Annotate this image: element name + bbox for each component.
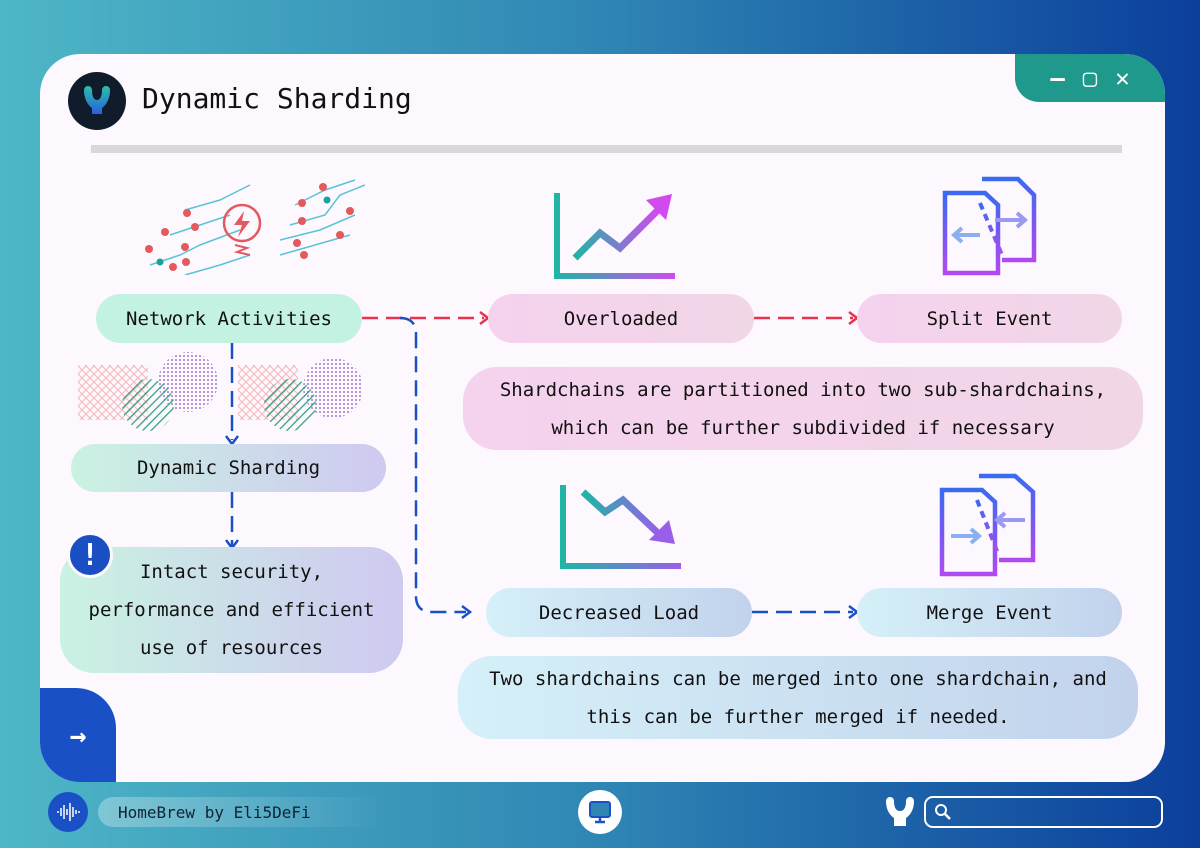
- network-activities-node: Network Activities: [96, 294, 362, 343]
- split-documents-icon: [942, 176, 1037, 276]
- split-description: Shardchains are partitioned into two sub…: [463, 367, 1143, 450]
- alert-icon: !: [67, 532, 113, 578]
- maximize-button[interactable]: ▢: [1082, 64, 1098, 92]
- desktop-button[interactable]: [578, 790, 622, 834]
- audio-waveform-button[interactable]: [48, 792, 88, 832]
- logo-v-icon: [84, 86, 110, 114]
- minimize-button[interactable]: —: [1050, 64, 1065, 92]
- network-circuit-illustration: [145, 179, 365, 275]
- search-box[interactable]: [924, 796, 1163, 828]
- waveform-icon: [57, 803, 80, 821]
- divider: [91, 145, 1122, 153]
- decreased-load-node: Decreased Load: [486, 588, 752, 637]
- credit-label: HomeBrew by Eli5DeFi: [98, 797, 390, 827]
- search-icon: [935, 804, 951, 820]
- merge-description: Two shardchains can be merged into one s…: [458, 656, 1138, 739]
- close-button[interactable]: ✕: [1115, 64, 1130, 92]
- trend-up-icon: [554, 193, 675, 279]
- next-button[interactable]: →: [40, 688, 116, 782]
- search-input[interactable]: [958, 804, 1148, 820]
- monitor-icon: [589, 801, 611, 824]
- page-title: Dynamic Sharding: [142, 82, 412, 115]
- split-event-node: Split Event: [857, 294, 1122, 343]
- pattern-decoration: [78, 352, 363, 431]
- overloaded-node: Overloaded: [488, 294, 754, 343]
- trend-down-icon: [560, 485, 681, 569]
- intact-security-node: Intact security, performance and efficie…: [60, 547, 403, 673]
- brand-v-icon: [886, 797, 914, 826]
- app-logo: [68, 72, 126, 130]
- merge-event-node: Merge Event: [857, 588, 1122, 637]
- window-controls: — ▢ ✕: [1015, 54, 1165, 102]
- arrow-right-icon: →: [69, 718, 87, 752]
- dynamic-sharding-node: Dynamic Sharding: [71, 444, 386, 492]
- merge-documents-icon: [939, 473, 1036, 577]
